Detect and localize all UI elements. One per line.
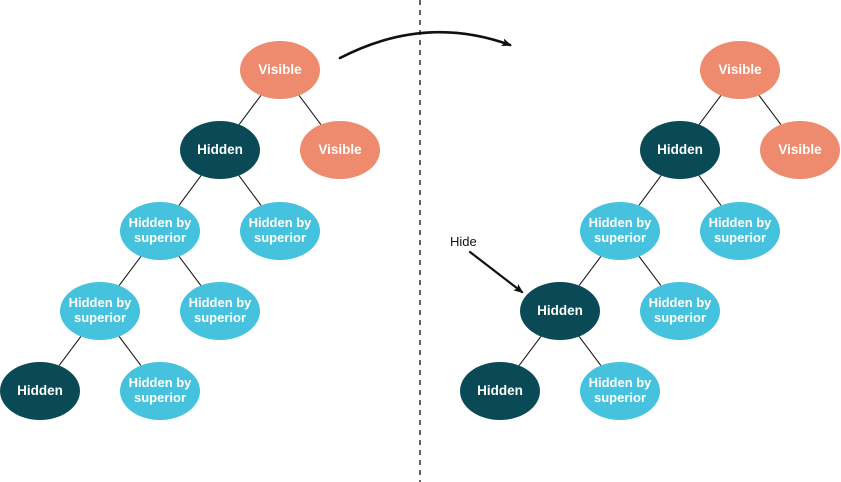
tree-node-hidden[interactable]: Hidden — [180, 121, 260, 179]
tree-edge — [58, 336, 82, 366]
tree-node-label: Hidden — [537, 303, 583, 319]
tree-node-label: Hidden by superior — [68, 295, 132, 325]
tree-node-hidden-by-superior[interactable]: Hidden by superior — [240, 202, 320, 260]
tree-node-visible[interactable]: Visible — [300, 121, 380, 179]
tree-edge — [298, 95, 322, 125]
tree-node-label: Hidden by superior — [648, 295, 712, 325]
tree-edge — [118, 256, 142, 286]
tree-node-hidden-by-superior[interactable]: Hidden by superior — [120, 202, 200, 260]
tree-node-label: Hidden by superior — [708, 215, 772, 245]
tree-node-label: Visible — [258, 62, 302, 78]
tree-node-hidden[interactable]: Hidden — [0, 362, 80, 420]
tree-edge — [758, 95, 782, 125]
tree-edge — [698, 95, 722, 125]
tree-edge — [638, 256, 662, 286]
tree-node-hidden-by-superior[interactable]: Hidden by superior — [180, 282, 260, 340]
tree-edge — [178, 256, 202, 286]
tree-node-label: Hidden — [477, 383, 523, 399]
tree-node-hidden-by-superior[interactable]: Hidden by superior — [120, 362, 200, 420]
tree-edge — [578, 256, 602, 286]
tree-edges — [58, 95, 782, 366]
tree-node-label: Hidden — [197, 142, 243, 158]
tree-edge — [238, 175, 262, 206]
tree-node-hidden-by-superior[interactable]: Hidden by superior — [60, 282, 140, 340]
tree-node-visible[interactable]: Visible — [700, 41, 780, 99]
tree-edge — [518, 336, 542, 366]
hide-arrow — [468, 250, 524, 294]
tree-node-label: Visible — [318, 142, 362, 158]
tree-node-label: Hidden by superior — [588, 375, 652, 405]
tree-node-visible[interactable]: Visible — [760, 121, 840, 179]
tree-node-label: Hidden — [17, 383, 63, 399]
hide-annotation-label: Hide — [450, 234, 477, 249]
tree-edge — [118, 336, 142, 366]
tree-node-label: Hidden by superior — [188, 295, 252, 325]
tree-node-hidden-by-superior[interactable]: Hidden by superior — [700, 202, 780, 260]
tree-node-label: Hidden by superior — [128, 375, 192, 405]
tree-node-hidden[interactable]: Hidden — [520, 282, 600, 340]
tree-node-hidden[interactable]: Hidden — [640, 121, 720, 179]
tree-node-label: Hidden — [657, 142, 703, 158]
tree-edge — [238, 95, 262, 125]
tree-edge — [638, 175, 662, 206]
transform-arrow — [338, 30, 512, 60]
tree-node-hidden-by-superior[interactable]: Hidden by superior — [640, 282, 720, 340]
tree-node-label: Hidden by superior — [248, 215, 312, 245]
tree-node-hidden[interactable]: Hidden — [460, 362, 540, 420]
tree-edge — [698, 175, 722, 206]
tree-node-label: Hidden by superior — [588, 215, 652, 245]
tree-node-label: Visible — [718, 62, 762, 78]
tree-node-label: Visible — [778, 142, 822, 158]
tree-node-hidden-by-superior[interactable]: Hidden by superior — [580, 202, 660, 260]
tree-node-hidden-by-superior[interactable]: Hidden by superior — [580, 362, 660, 420]
annotation-shapes — [338, 0, 524, 482]
tree-node-label: Hidden by superior — [128, 215, 192, 245]
tree-edge — [578, 336, 602, 366]
tree-node-visible[interactable]: Visible — [240, 41, 320, 99]
tree-edge — [178, 175, 202, 206]
